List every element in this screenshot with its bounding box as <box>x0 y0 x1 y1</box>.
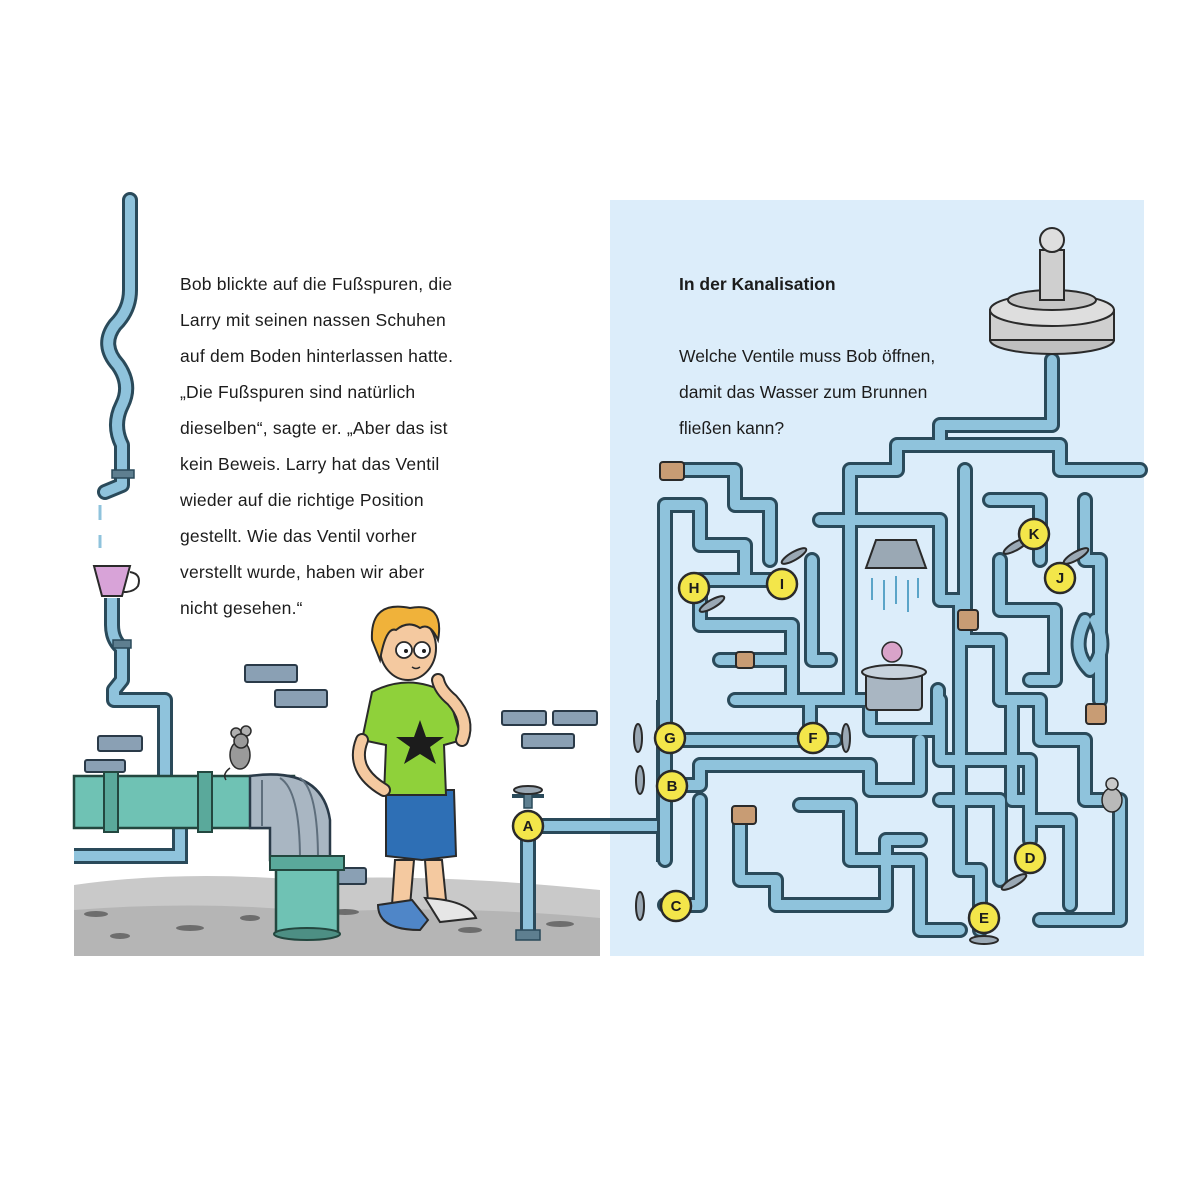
valve-i[interactable]: I <box>765 567 799 601</box>
valve-f[interactable]: F <box>796 721 830 755</box>
story-line: Larry mit seinen nassen Schuhen <box>180 310 446 330</box>
bob-character <box>351 605 478 932</box>
shower-head-icon <box>864 539 928 612</box>
valve-d[interactable]: D <box>1013 841 1047 875</box>
funnel-pipe <box>74 598 188 864</box>
story-line: verstellt wurde, haben wir aber <box>180 562 425 582</box>
cooking-pot-icon <box>861 641 927 711</box>
pipe-maze <box>657 352 1148 938</box>
story-line: Bob blickte auf die Fußspuren, die <box>180 274 453 294</box>
valve-markers[interactable]: A B C D E F G H I J K <box>511 517 1077 935</box>
valve-k[interactable]: K <box>1017 517 1051 551</box>
wall-bricks <box>84 664 598 885</box>
story-line: auf dem Boden hinterlassen hatte. <box>180 346 454 366</box>
star-icon <box>396 720 444 764</box>
valve-g[interactable]: G <box>653 721 687 755</box>
valve-label: A <box>523 818 534 835</box>
story-line: dieselben“, sagte er. „Aber das ist <box>180 418 448 438</box>
valve-label: H <box>689 580 700 597</box>
mouse-icon <box>223 725 252 781</box>
puzzle-title: In der Kanalisation <box>679 274 836 294</box>
valve-j[interactable]: J <box>1043 561 1077 595</box>
valve-label: G <box>664 730 676 747</box>
big-teal-pipe <box>72 771 345 941</box>
cork-icon <box>659 461 1107 825</box>
valve-label: J <box>1056 570 1064 587</box>
story-line: „Die Fußspuren sind natürlich <box>180 382 416 402</box>
drain-pipe <box>97 192 138 548</box>
question-line: fließen kann? <box>679 418 785 438</box>
question-line: Welche Ventile muss Bob öffnen, <box>679 346 936 366</box>
story-line: kein Beweis. Larry hat das Ventil <box>180 454 440 474</box>
valve-label: I <box>780 576 784 593</box>
valve-label: B <box>667 778 678 795</box>
valve-c[interactable]: C <box>659 889 693 923</box>
cup-icon <box>92 565 140 597</box>
story-line: wieder auf die richtige Position <box>180 490 424 510</box>
mouse-icon <box>1101 777 1123 813</box>
story-line: gestellt. Wie das Ventil vorher <box>180 526 417 546</box>
valve-label: D <box>1025 850 1036 867</box>
fountain-icon <box>989 227 1115 355</box>
valve-label: E <box>979 910 989 927</box>
valve-label: K <box>1029 526 1040 543</box>
valve-h[interactable]: H <box>677 571 711 605</box>
valve-label: C <box>671 898 682 915</box>
story-line: nicht gesehen.“ <box>180 598 303 618</box>
question-line: damit das Wasser zum Brunnen <box>679 382 928 402</box>
valve-e[interactable]: E <box>967 901 1001 935</box>
valve-a[interactable]: A <box>511 809 545 843</box>
valve-label: F <box>808 730 817 747</box>
valve-handle-icon <box>513 537 1090 945</box>
valve-b[interactable]: B <box>655 769 689 803</box>
